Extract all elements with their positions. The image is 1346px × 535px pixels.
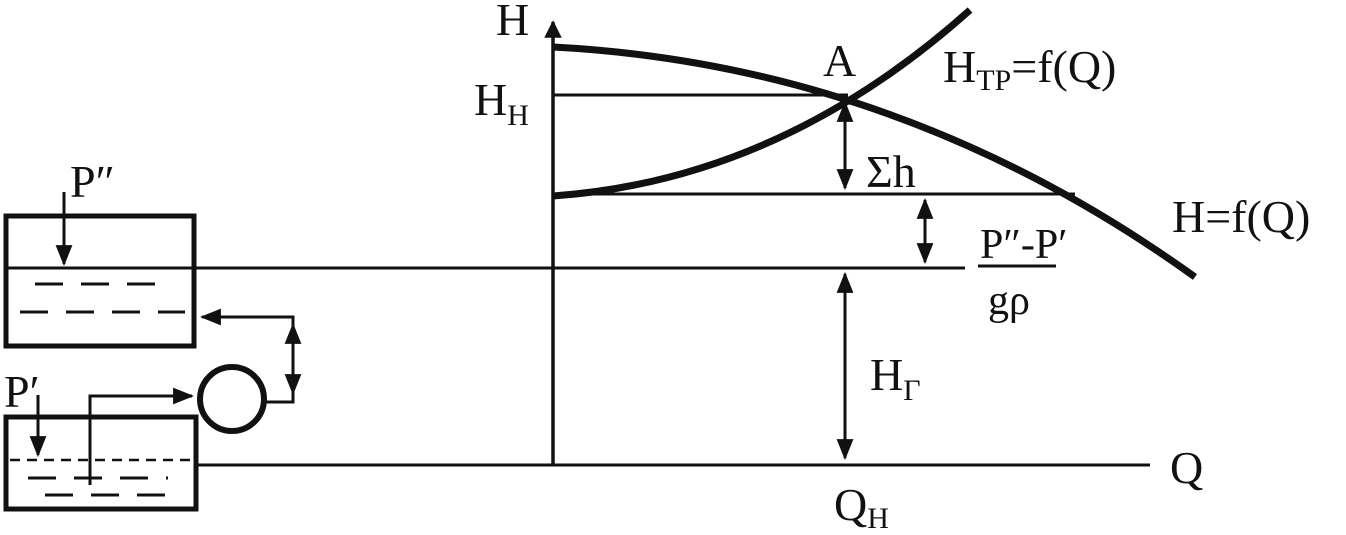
geodetic-head-label: HГ [870, 349, 921, 407]
axis-y-label: H [496, 0, 529, 45]
upper-tank-pressure-label: P″ [70, 156, 115, 207]
nominal-head-label: HН [474, 74, 529, 132]
lower-tank [3, 414, 199, 512]
upper-tank [3, 213, 197, 349]
suction-pipe [88, 387, 195, 485]
nominal-flow-label: QН [834, 479, 889, 535]
pressure-denominator: gρ [988, 278, 1030, 324]
system-curve [552, 7, 973, 200]
pump-curve-label: H=f(Q) [1172, 191, 1310, 242]
pump-curve [552, 43, 1198, 280]
system-curve-label: HТР=f(Q) [943, 41, 1116, 97]
lower-tank-pressure-label: P′ [4, 366, 40, 417]
point-a-label: A [823, 35, 856, 86]
losses-label: Σh [866, 146, 916, 197]
pressure-numerator: P″-P′ [980, 222, 1067, 268]
axis-x-label: Q [1170, 442, 1203, 493]
pump-icon [197, 364, 267, 434]
